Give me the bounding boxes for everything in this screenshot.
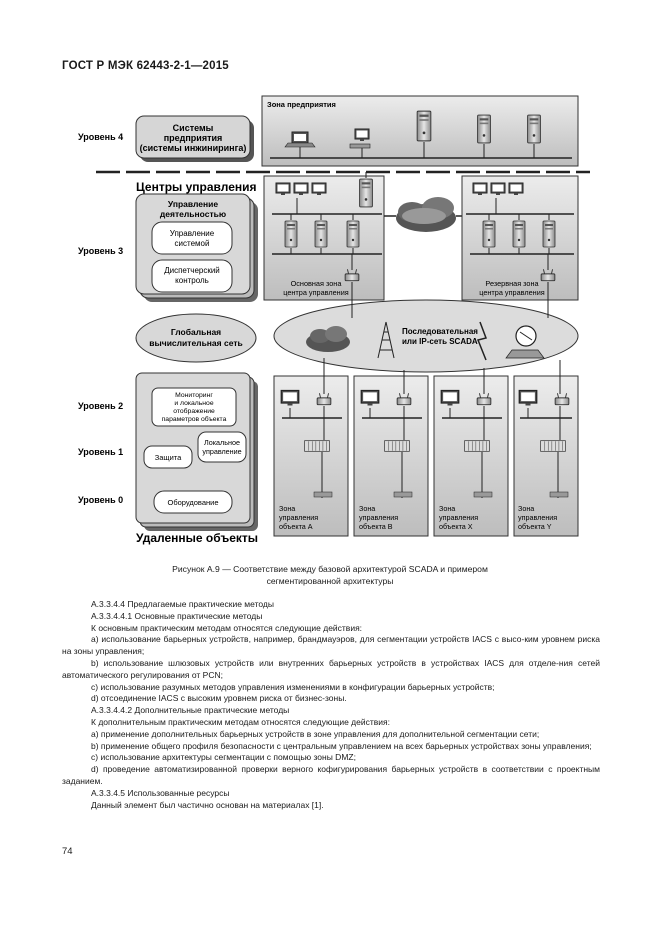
dispatch-control-line2: контроль bbox=[175, 276, 209, 285]
figure-caption: Рисунок А.9 — Соответствие между базовой… bbox=[90, 563, 570, 587]
server-icon bbox=[346, 220, 360, 248]
global-network-line1: Глобальная bbox=[171, 327, 221, 337]
operator-consoles-main bbox=[275, 182, 327, 196]
level-3-label: Уровень 3 bbox=[78, 246, 123, 256]
list-item: a) применение дополнительных барьерных у… bbox=[91, 728, 540, 739]
subsection-heading: А.3.3.4.4.1 Основные практические методы bbox=[91, 610, 263, 621]
body-text: А.3.3.4.4 Предлагаемые практические мето… bbox=[62, 599, 600, 811]
server-icon bbox=[477, 114, 491, 144]
list-item: d) отсоединение IACS с высоким уровнем р… bbox=[91, 693, 347, 704]
main-zone-label-line2: центра управления bbox=[283, 288, 349, 297]
scada-architecture-figure: Уровень 4 Уровень 3 Уровень 2 Уровень 1 … bbox=[78, 95, 590, 545]
site-a-line2: управления bbox=[279, 513, 318, 522]
paragraph: Данный элемент был частично основан на м… bbox=[91, 799, 324, 810]
remote-site-a: Зона управления объекта A bbox=[273, 358, 349, 537]
firewall-icon bbox=[359, 178, 373, 208]
enterprise-systems-line2: предприятия bbox=[164, 133, 223, 143]
level-1-label: Уровень 1 bbox=[78, 447, 123, 457]
site-y-line3: объекта Y bbox=[518, 522, 552, 531]
scada-network-line2: или IP-сеть SCADA bbox=[402, 337, 478, 346]
server-icon bbox=[482, 220, 496, 248]
backup-zone-label-line2: центра управления bbox=[479, 288, 545, 297]
scada-network-line1: Последовательная bbox=[402, 327, 478, 336]
local-control-line2: управление bbox=[202, 447, 241, 456]
figure-caption-line2: сегментированной архитектуры bbox=[266, 576, 394, 586]
site-a-line3: объекта A bbox=[279, 522, 313, 531]
laptop-icon bbox=[284, 131, 316, 158]
level-2-label: Уровень 2 bbox=[78, 401, 123, 411]
cloud-icon bbox=[396, 197, 456, 232]
enterprise-systems-line3: (системы инжиниринга) bbox=[140, 143, 247, 153]
site-x-line1: Зона bbox=[439, 504, 455, 513]
main-zone-label-line1: Основная зона bbox=[291, 279, 343, 288]
equipment-label: Оборудование bbox=[167, 498, 218, 507]
monitoring-line1: Мониторинг bbox=[175, 392, 213, 399]
server-icon bbox=[526, 114, 542, 144]
site-b-line2: управления bbox=[359, 513, 398, 522]
backup-zone-label-line1: Резервная зона bbox=[485, 279, 539, 288]
level-0-label: Уровень 0 bbox=[78, 495, 123, 505]
list-item: c) использование архитектуры сегментации… bbox=[91, 752, 356, 763]
subsection-heading: А.3.3.4.4.2 Дополнительные практические … bbox=[91, 705, 290, 716]
level-4-label: Уровень 4 bbox=[78, 132, 123, 142]
system-management-line2: системой bbox=[175, 239, 210, 248]
document-header: ГОСТ Р МЭК 62443-2-1—2015 bbox=[62, 60, 229, 72]
page-number: 74 bbox=[62, 846, 73, 857]
server-icon bbox=[284, 220, 298, 248]
remote-site-y: Зона управления объекта Y bbox=[513, 360, 579, 537]
operations-title-line1: Управление bbox=[168, 199, 219, 209]
protection-label: Защита bbox=[155, 453, 182, 462]
site-y-line2: управления bbox=[518, 513, 557, 522]
dispatch-control-line1: Диспетчерский bbox=[164, 266, 220, 275]
paragraph: К основным практическим методам относятс… bbox=[91, 622, 363, 633]
server-icon bbox=[542, 220, 556, 248]
site-x-line3: объекта X bbox=[439, 522, 473, 531]
lightning-icon bbox=[476, 321, 487, 361]
server-icon bbox=[512, 220, 526, 248]
satellite-dish-icon bbox=[505, 325, 545, 359]
list-item: b) применение общего профиля безопасност… bbox=[91, 740, 592, 751]
server-icon bbox=[314, 220, 328, 248]
operator-consoles-backup bbox=[472, 182, 524, 196]
server-icon bbox=[416, 110, 432, 142]
operations-title-line2: деятельностью bbox=[160, 209, 226, 219]
paragraph: К дополнительным практическим методам от… bbox=[91, 716, 390, 727]
site-b-line1: Зона bbox=[359, 504, 375, 513]
enterprise-systems-line1: Системы bbox=[173, 123, 214, 133]
remote-objects-heading: Удаленные объекты bbox=[136, 531, 258, 545]
workstation-icon bbox=[349, 128, 371, 158]
list-item: b) использование шлюзовых устройств или … bbox=[62, 657, 600, 680]
figure-caption-line1: Рисунок А.9 — Соответствие между базовой… bbox=[172, 564, 488, 574]
system-management-line1: Управление bbox=[170, 229, 215, 238]
site-x-line2: управления bbox=[439, 513, 478, 522]
monitoring-line3: отображение bbox=[173, 407, 215, 415]
local-control-line1: Локальное bbox=[204, 438, 240, 447]
monitoring-line2: и локальное bbox=[174, 400, 213, 407]
site-y-line1: Зона bbox=[518, 504, 534, 513]
monitoring-line4: параметров объекта bbox=[162, 415, 227, 423]
list-item: c) использование разумных методов управл… bbox=[91, 681, 495, 692]
remote-site-b: Зона управления объекта B bbox=[353, 370, 429, 537]
site-a-line1: Зона bbox=[279, 504, 295, 513]
site-b-line3: объекта B bbox=[359, 522, 393, 531]
control-centers-heading: Центры управления bbox=[136, 180, 257, 194]
radio-tower-icon bbox=[377, 321, 395, 359]
cloud-icon bbox=[306, 326, 350, 352]
list-item: a) использование барьерных устройств, на… bbox=[62, 634, 600, 657]
global-network-line2: вычислительная сеть bbox=[149, 338, 242, 348]
remote-site-x: Зона управления объекта X bbox=[433, 368, 509, 537]
enterprise-zone-label: Зона предприятия bbox=[267, 100, 336, 109]
section-heading: А.3.3.4.5 Использованные ресурсы bbox=[91, 787, 230, 798]
list-item: d) проведение автоматизированной проверк… bbox=[62, 764, 600, 786]
section-heading: А.3.3.4.4 Предлагаемые практические мето… bbox=[91, 599, 274, 609]
